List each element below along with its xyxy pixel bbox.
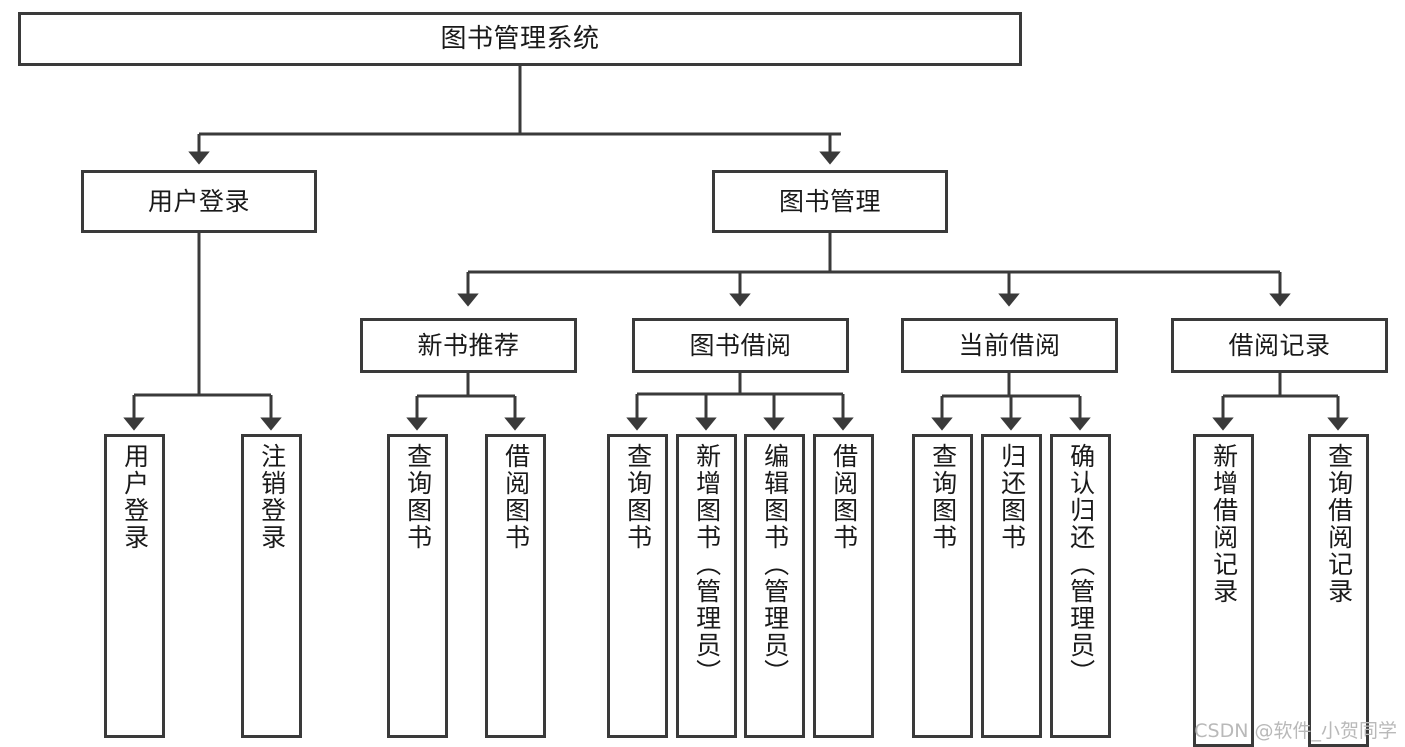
node-leaf-bookborrow-add-book-label: 新增图书（管理员） [692, 443, 722, 686]
node-leaf-borrowrecord-add-record-label: 新增借阅记录 [1209, 443, 1239, 605]
node-book-manage[interactable]: 图书管理 [712, 170, 948, 233]
node-current-borrow-label: 当前借阅 [958, 330, 1061, 360]
node-leaf-currentborrow-confirm-return-label: 确认归还（管理员） [1066, 443, 1096, 686]
node-leaf-newbook-query-book-label: 查询图书 [403, 443, 433, 551]
node-leaf-bookborrow-edit-book-label: 编辑图书（管理员） [760, 443, 790, 686]
node-leaf-bookborrow-add-book[interactable]: 新增图书（管理员） [676, 434, 737, 738]
node-leaf-user-login-label: 用户登录 [120, 443, 150, 551]
node-borrow-record[interactable]: 借阅记录 [1171, 318, 1388, 373]
node-leaf-borrowrecord-add-record[interactable]: 新增借阅记录 [1193, 434, 1254, 747]
node-leaf-currentborrow-return-book[interactable]: 归还图书 [981, 434, 1042, 738]
node-leaf-logout-label: 注销登录 [257, 443, 287, 551]
watermark-text: CSDN @软件_小贺同学 [1194, 720, 1397, 742]
node-leaf-borrowrecord-query-record[interactable]: 查询借阅记录 [1308, 434, 1369, 747]
node-user-login[interactable]: 用户登录 [81, 170, 317, 233]
node-book-manage-label: 图书管理 [778, 186, 881, 216]
node-leaf-newbook-borrow-book[interactable]: 借阅图书 [485, 434, 546, 738]
node-leaf-bookborrow-edit-book[interactable]: 编辑图书（管理员） [744, 434, 805, 738]
node-leaf-currentborrow-query-book-label: 查询图书 [928, 443, 958, 551]
node-book-borrow-label: 图书借阅 [689, 330, 792, 360]
node-leaf-currentborrow-query-book[interactable]: 查询图书 [912, 434, 973, 738]
node-book-borrow[interactable]: 图书借阅 [632, 318, 849, 373]
node-leaf-user-login[interactable]: 用户登录 [104, 434, 165, 738]
node-leaf-currentborrow-confirm-return[interactable]: 确认归还（管理员） [1050, 434, 1111, 738]
node-leaf-bookborrow-query-book-label: 查询图书 [623, 443, 653, 551]
node-user-login-label: 用户登录 [147, 186, 250, 216]
node-leaf-newbook-query-book[interactable]: 查询图书 [387, 434, 448, 738]
node-new-book-recommend[interactable]: 新书推荐 [360, 318, 577, 373]
node-leaf-newbook-borrow-book-label: 借阅图书 [501, 443, 531, 551]
node-leaf-borrowrecord-query-record-label: 查询借阅记录 [1324, 443, 1354, 605]
node-leaf-bookborrow-borrow-book-label: 借阅图书 [829, 443, 859, 551]
node-root-system-label: 图书管理系统 [440, 23, 600, 54]
node-borrow-record-label: 借阅记录 [1228, 330, 1331, 360]
node-new-book-recommend-label: 新书推荐 [417, 330, 520, 360]
node-leaf-logout[interactable]: 注销登录 [241, 434, 302, 738]
node-leaf-currentborrow-return-book-label: 归还图书 [997, 443, 1027, 551]
node-current-borrow[interactable]: 当前借阅 [901, 318, 1118, 373]
node-leaf-bookborrow-query-book[interactable]: 查询图书 [607, 434, 668, 738]
node-root-system[interactable]: 图书管理系统 [18, 12, 1022, 66]
node-leaf-bookborrow-borrow-book[interactable]: 借阅图书 [813, 434, 874, 738]
